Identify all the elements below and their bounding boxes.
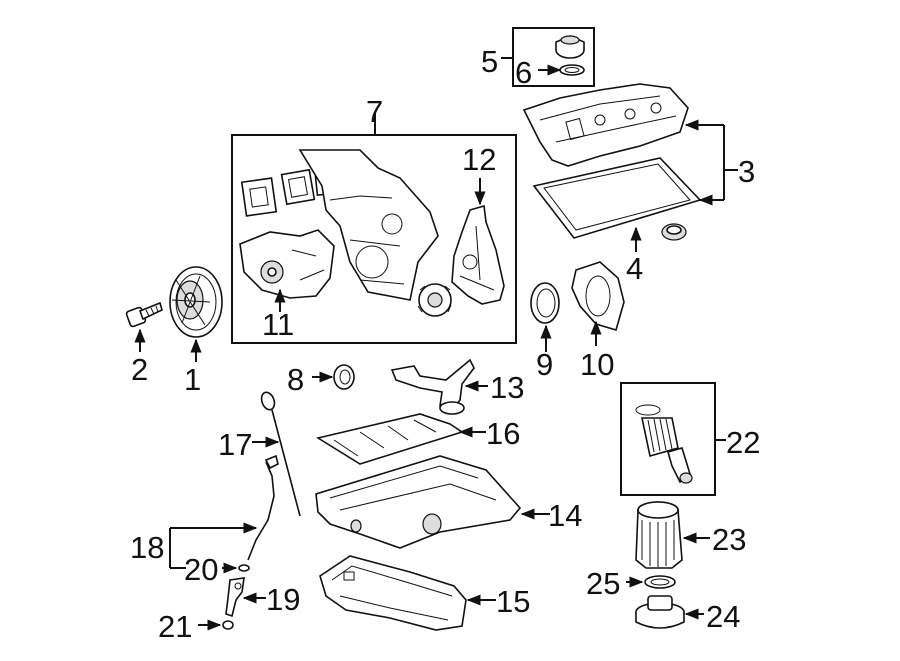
callout-5: 5 [481,44,498,79]
callout-11: 11 [262,307,294,342]
filter-drain-cap-part [635,595,685,629]
valve-cover-part [522,83,689,167]
dipstick-tube-part [247,454,279,561]
callout-17: 17 [218,427,252,462]
oil-dipstick-part [260,391,301,517]
callout-20: 20 [184,552,218,587]
lower-oil-pan-part [319,555,467,631]
water-pump-part [239,229,335,299]
callout-22: 22 [726,425,760,460]
oil-strainer-part [390,358,475,415]
upper-oil-pan-part [315,455,522,549]
crankshaft-pulley-part [169,266,223,338]
spark-plug-seal-part [661,223,687,241]
tube-bracket-part [225,577,245,618]
callout-25: 25 [586,566,620,601]
oil-filter-housing-part [635,501,683,569]
pulley-bolt-part [125,301,163,328]
oil-pump-sprocket-part [417,283,452,317]
callout-15: 15 [496,584,530,619]
timing-chain-cover-part [298,149,439,301]
callout-9: 9 [536,347,553,382]
valve-cover-gasket-part [532,157,702,239]
callout-24: 24 [706,599,740,634]
callout-3: 3 [738,154,755,189]
callout-21: 21 [158,609,192,644]
housing-o-ring-part [644,575,676,589]
callout-10: 10 [580,347,614,382]
callout-2: 2 [131,352,148,387]
callout-1: 1 [184,362,201,397]
crankshaft-front-seal-part [530,282,560,324]
callout-7: 7 [366,94,383,129]
callout-6: 6 [515,55,532,90]
baffle-plate-part [315,413,464,465]
filler-cap-gasket-part [559,64,585,76]
oil-filter-element-part [635,404,693,484]
bracket-o-ring-part [222,620,234,630]
callout-12: 12 [462,142,496,177]
callout-23: 23 [712,522,746,557]
oil-filler-cap-part [555,35,585,59]
tube-o-ring-part [238,564,250,572]
callout-18: 18 [130,530,164,565]
callout-8: 8 [287,362,304,397]
callout-16: 16 [486,416,520,451]
callout-4: 4 [626,251,643,286]
callout-19: 19 [266,582,300,617]
rear-seal-retainer-part [571,261,625,331]
callout-14: 14 [548,498,582,533]
oil-seal-part [333,364,355,390]
oil-pump-part [451,204,505,305]
callout-13: 13 [490,370,524,405]
